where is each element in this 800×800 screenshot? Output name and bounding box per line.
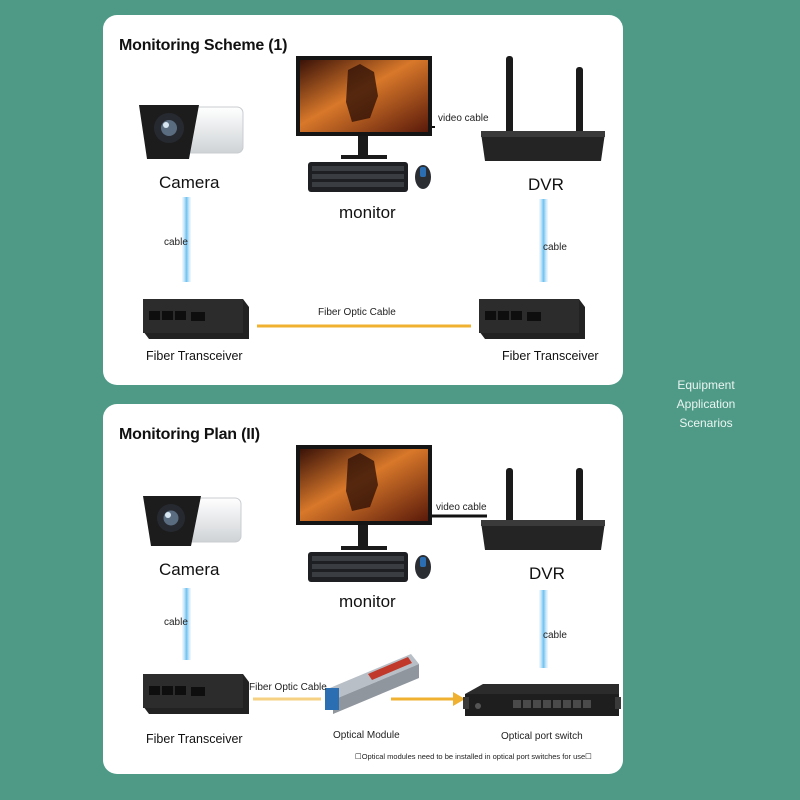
installation-note: ☐Optical modules need to be installed in…: [355, 752, 592, 761]
optical-port-switch-label: Optical port switch: [501, 731, 583, 742]
scheme1-diagram: [139, 56, 605, 339]
optical-module-image: [325, 654, 419, 714]
camera-cable: [182, 197, 191, 282]
video-cable-label: video cable: [438, 113, 489, 124]
scheme2-title: Monitoring Plan (II): [119, 426, 260, 443]
monitor-image: [296, 445, 432, 582]
monitor-image: [296, 56, 432, 192]
optical-port-switch-image: [463, 684, 621, 716]
monitor-label: monitor: [339, 203, 396, 222]
monitor-label: monitor: [339, 592, 396, 611]
dvr-label: DVR: [528, 175, 564, 194]
fiber-transceiver-right-label: Fiber Transceiver: [502, 349, 599, 363]
scheme1-title: Monitoring Scheme (1): [119, 37, 288, 54]
dvr-cable: [539, 199, 548, 282]
fiber-transceiver-left-image: [143, 299, 249, 339]
camera-label: Camera: [159, 560, 220, 579]
arrow-head-icon: [453, 692, 465, 706]
dvr-cable: [539, 590, 548, 668]
cable-right-label: cable: [543, 630, 567, 641]
camera-label: Camera: [159, 173, 220, 192]
camera-image: [143, 496, 242, 546]
dvr-image: [481, 468, 605, 550]
fiber-optic-cable-label: Fiber Optic Cable: [318, 307, 396, 318]
cable-left-label: cable: [164, 617, 188, 628]
fiber-transceiver-left-label: Fiber Transceiver: [146, 349, 243, 363]
side-label-line-3: Scenarios: [679, 416, 733, 430]
side-label-line-2: Application: [676, 397, 736, 411]
monitoring-scheme-1-panel: Monitoring Scheme (1): [103, 15, 623, 385]
fiber-transceiver-image: [143, 674, 249, 714]
monitoring-plan-2-panel: Monitoring Plan (II): [103, 404, 623, 774]
dvr-label: DVR: [529, 564, 565, 583]
dvr-image: [481, 56, 605, 161]
video-cable-label: video cable: [436, 502, 487, 513]
cable-left-label: cable: [164, 237, 188, 248]
side-label-line-1: Equipment: [677, 378, 735, 392]
fiber-transceiver-label: Fiber Transceiver: [146, 732, 243, 746]
cable-right-label: cable: [543, 242, 567, 253]
optical-module-label: Optical Module: [333, 730, 400, 741]
scheme2-diagram: [143, 445, 621, 716]
camera-cable: [182, 588, 191, 660]
camera-image: [139, 105, 244, 159]
fiber-optic-cable-label: Fiber Optic Cable: [249, 682, 327, 693]
fiber-transceiver-right-image: [479, 299, 585, 339]
equipment-application-scenarios-label: Equipment Application Scenarios: [668, 376, 744, 433]
